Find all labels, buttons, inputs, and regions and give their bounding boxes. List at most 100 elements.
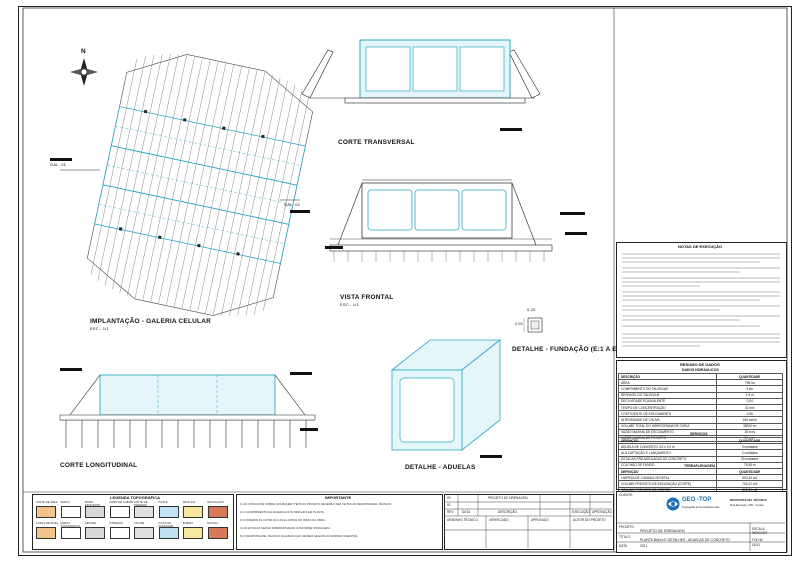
legend-swatch-icon bbox=[134, 527, 154, 539]
company-address: Rua Exemplo, 000 - Centro bbox=[730, 503, 764, 507]
legend-swatch-icon bbox=[207, 506, 228, 518]
legend-swatch-icon bbox=[60, 527, 81, 539]
rev-r2: 01 bbox=[447, 503, 451, 507]
plan-cut-label-b: GAL. 02 bbox=[284, 202, 301, 207]
front-view-scale: ESC.: 1/1 bbox=[340, 302, 359, 307]
rev-col-exec: EXECUÇÃO bbox=[572, 510, 590, 514]
box-detail-title: DETALHE - ADUELAS bbox=[405, 464, 476, 471]
important-item: 5) O RESPONSÁVEL TÉCNICO DA EXECUÇÃO DEV… bbox=[240, 534, 359, 538]
company-subtitle: Topografia & Consultoria Ltda. bbox=[682, 505, 720, 509]
table-cell-value: 78,45 m bbox=[716, 461, 783, 469]
foundation-detail-title: DETALHE - FUNDAÇÃO (E:1 A E30) bbox=[512, 346, 627, 353]
important-title: IMPORTANTE bbox=[325, 495, 352, 500]
sheet-number: 01/01 bbox=[752, 543, 760, 547]
legend-swatch-icon bbox=[109, 527, 130, 539]
legend-swatch-icon bbox=[36, 527, 56, 539]
legend-item-label: MURO DE GABIÃO bbox=[109, 501, 134, 504]
rev-col-desc: DESCRIÇÃO bbox=[498, 510, 517, 514]
legend-title: LEGENDA TOPOGRÁFICA bbox=[110, 495, 161, 500]
legend-item-label: BUEIRO bbox=[183, 522, 194, 525]
important-item: 4) AS ESTACAS SERÃO DIMENSIONADAS CONFOR… bbox=[240, 526, 331, 530]
date-label: DATA bbox=[619, 544, 628, 548]
legend-swatch-icon bbox=[183, 527, 203, 539]
foundation-detail-view bbox=[523, 317, 543, 333]
legend-swatch-icon bbox=[36, 506, 56, 518]
legend-item-label: MEIO-FIO bbox=[183, 501, 196, 504]
sheet-title: PLANTA BAIXA E DETALHES - ADUELAS DE CON… bbox=[640, 538, 730, 542]
legend-swatch-icon bbox=[183, 506, 203, 518]
rev-col-approval: APROVAÇÃO bbox=[592, 510, 612, 514]
foundation-dim-020: 0.20 bbox=[527, 307, 536, 312]
important-item: 2) O COMPRIMENTO DA GALERIA ESTÁ INDICAD… bbox=[240, 510, 325, 514]
quantities-sub1: DADOS HIDRÁULICOS bbox=[682, 368, 719, 372]
north-label: N bbox=[81, 48, 86, 55]
rev-r1: 00 bbox=[447, 496, 451, 500]
north-arrow-icon bbox=[70, 58, 98, 86]
legend-item-label: ESTACA bbox=[207, 522, 219, 525]
important-panel bbox=[236, 494, 443, 550]
legend-item-label: MARCO TOPOGRÁFICO bbox=[60, 522, 81, 528]
legend-item-label: MURO EXISTENTE bbox=[85, 501, 100, 507]
title-block bbox=[616, 491, 787, 553]
front-view-title: VISTA FRONTAL bbox=[340, 294, 394, 301]
legend-swatch-icon bbox=[109, 506, 130, 518]
approval-drawing: DESENHO TÉCNICO bbox=[447, 518, 478, 522]
legend-swatch-icon bbox=[158, 527, 179, 539]
company-name: GEO -TOP bbox=[682, 497, 712, 503]
table-cell-description: COLCHÃO DE FUNDO bbox=[617, 461, 718, 469]
box-culvert-detail-view bbox=[390, 339, 502, 451]
legend-swatch-icon bbox=[85, 527, 105, 539]
cross-section-title: CORTE TRANSVERSAL bbox=[338, 139, 415, 146]
legend-item-label: LIMITE DE TERRENO bbox=[134, 501, 148, 507]
client-label: CLIENTE bbox=[619, 493, 633, 497]
front-view bbox=[329, 179, 553, 262]
sheet-number-label: FOLHA bbox=[752, 538, 763, 542]
sheet-title-label: TÍTULO bbox=[619, 535, 631, 539]
legend-item-label: CURVA DE NÍVEL bbox=[36, 522, 59, 525]
project-label: PROJETO bbox=[619, 525, 634, 529]
company-logo-icon bbox=[666, 497, 680, 511]
approval-author: AUTOR DO PROJETO bbox=[573, 518, 606, 522]
legend-item-label: POSTE bbox=[158, 501, 168, 504]
approval-approved: APROVADO bbox=[531, 518, 549, 522]
rev-project: PROJETO DE DRENAGEM bbox=[488, 496, 528, 500]
rev-col-rev: REV bbox=[447, 510, 454, 514]
project-name: PROJETO DE DRENAGEM bbox=[640, 529, 685, 533]
legend-item-label: TALUDE bbox=[134, 522, 145, 525]
legend-swatch-icon bbox=[60, 506, 81, 518]
plan-cut-label-a: GAL. 01 bbox=[50, 162, 67, 167]
foundation-dim-005: 0.05 bbox=[515, 322, 523, 326]
date-value: 2021 bbox=[640, 544, 648, 548]
legend-swatch-icon bbox=[134, 506, 154, 518]
execution-notes-panel bbox=[616, 242, 787, 358]
important-item: 3) CONFERIR AS COTAS NO LOCAL ANTES DO I… bbox=[240, 518, 326, 522]
quantities-title: RESUMO DE DADOS bbox=[680, 362, 720, 367]
company-responsible: RESPONSÁVEL TÉCNICO bbox=[730, 498, 767, 502]
longitudinal-section-view bbox=[59, 374, 316, 448]
drawing-sheet-border bbox=[18, 6, 792, 556]
legend-item-label: CERCA bbox=[60, 501, 70, 504]
plan-view bbox=[86, 53, 314, 317]
plan-title: IMPLANTAÇÃO - GALERIA CELULAR bbox=[90, 318, 211, 325]
legend-item-label: ÁRVORE bbox=[85, 522, 97, 525]
cross-section-view bbox=[301, 39, 541, 104]
longitudinal-title: CORTE LONGITUDINAL bbox=[60, 462, 138, 469]
quantities-sub2: SERVIÇOS bbox=[690, 432, 708, 436]
scale-label: ESCALA bbox=[752, 527, 765, 531]
execution-notes-title: NOTAS DE EXECUÇÃO bbox=[678, 244, 723, 249]
legend-swatch-icon bbox=[85, 506, 105, 518]
legend-item-label: CÓRREGO bbox=[109, 522, 124, 525]
quantities-sub3: TERRAPLENAGEM bbox=[684, 464, 715, 468]
legend-swatch-icon bbox=[158, 506, 179, 518]
plan-scale: ESC.: 1/1 bbox=[90, 326, 109, 331]
scale-value: INDICADA bbox=[752, 531, 768, 535]
important-item: 1) AS CONSULTAS SOBRE QUAISQUER ITENS DO… bbox=[240, 502, 392, 506]
legend-swatch-icon bbox=[207, 527, 228, 539]
legend-item-label: LIMITE DE ÁREA bbox=[36, 501, 58, 504]
legend-item-label: EDIFICAÇÃO bbox=[207, 501, 225, 504]
revision-panel bbox=[444, 494, 614, 550]
